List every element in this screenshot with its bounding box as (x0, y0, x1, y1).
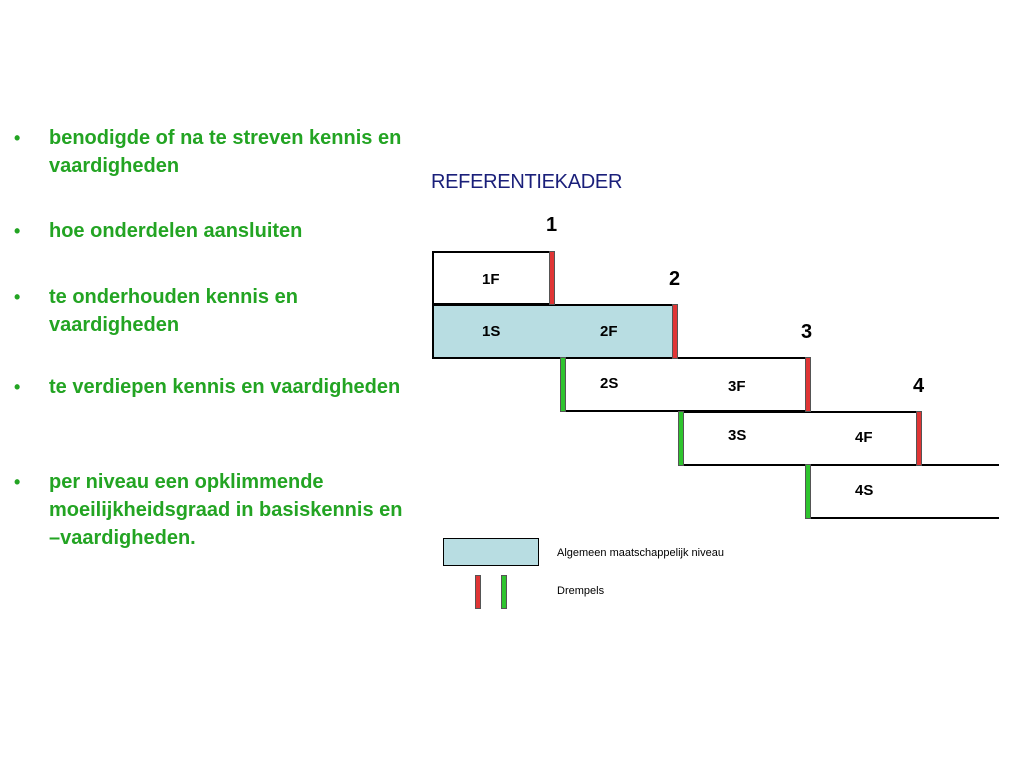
bullet-text: te onderhouden kennis en vaardigheden (49, 286, 298, 336)
cell-label-2s: 2S (600, 375, 619, 392)
level-3s-4f-box (681, 411, 919, 466)
cell-label-4f: 4F (855, 429, 873, 446)
diagram-title: REFERENTIEKADER (431, 171, 623, 193)
threshold-bar-red-4 (916, 411, 922, 466)
level-1s-2f-box (432, 304, 676, 359)
bullet-dot: • (14, 128, 21, 148)
level-4s-box (808, 464, 999, 519)
bullet-text: te verdiepen kennis en vaardigheden (49, 376, 401, 398)
bullet-dot: • (14, 377, 21, 397)
cell-label-1s: 1S (482, 323, 501, 340)
cell-label-1f: 1F (482, 271, 500, 288)
legend-label-thresholds: Drempels (557, 585, 605, 597)
level-number-2: 2 (669, 268, 681, 290)
level-number-3: 3 (801, 321, 813, 343)
bullet-item: • te verdiepen kennis en vaardigheden (14, 373, 404, 401)
cell-label-3s: 3S (728, 427, 747, 444)
cell-label-3f: 3F (728, 378, 746, 395)
bullet-dot: • (14, 287, 21, 307)
cell-label-2f: 2F (600, 323, 618, 340)
bullet-text: hoe onderdelen aansluiten (49, 220, 303, 242)
bullet-dot: • (14, 221, 21, 241)
threshold-bar-red-3 (805, 357, 811, 412)
level-number-4: 4 (913, 375, 925, 397)
legend-label-general-level: Algemeen maatschappelijk niveau (557, 547, 724, 559)
bullet-item: • hoe onderdelen aansluiten (14, 217, 404, 245)
bullet-text: benodigde of na te streven kennis en vaa… (49, 127, 402, 177)
legend-swatch-green-threshold (501, 575, 507, 609)
legend-swatch-red-threshold (475, 575, 481, 609)
bullet-item: • te onderhouden kennis en vaardigheden (14, 283, 404, 339)
bullet-text: per niveau een opklimmende moeilijkheids… (49, 471, 403, 549)
bullet-dot: • (14, 472, 21, 492)
threshold-bar-green-3 (678, 411, 684, 466)
legend-swatch-general-level (443, 538, 539, 566)
threshold-bar-green-2 (560, 357, 566, 412)
threshold-bar-green-4 (805, 464, 811, 519)
bullet-item: • benodigde of na te streven kennis en v… (14, 124, 404, 180)
threshold-bar-red-1 (549, 251, 555, 305)
threshold-bar-red-2 (672, 304, 678, 359)
level-number-1: 1 (546, 214, 558, 236)
cell-label-4s: 4S (855, 482, 874, 499)
level-2s-3f-box (563, 357, 807, 412)
bullet-item: • per niveau een opklimmende moeilijkhei… (14, 468, 404, 552)
